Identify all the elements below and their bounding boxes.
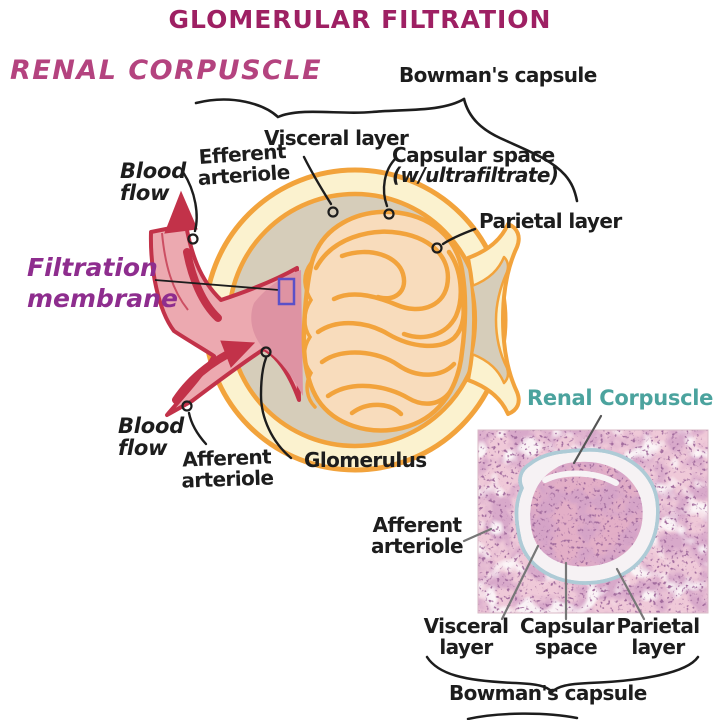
filtration-membrane-marker [154, 277, 296, 306]
blood-flow-bottom-label: Blood flow [118, 414, 185, 460]
glomerulus-label: Glomerulus [304, 448, 427, 472]
efferent-flow-arrow-head [164, 190, 198, 234]
afferent-photo-leader [462, 527, 493, 543]
histology-leader-lines [462, 414, 646, 621]
efferent-leader [181, 170, 198, 233]
bowmans-bottom-brace [425, 655, 700, 694]
efferent-arteriole-label: Efferent arteriole [196, 139, 291, 190]
ultrafiltrate-note: (w/ultrafiltrate) [392, 163, 559, 187]
histology-heading: Renal Corpuscle [527, 386, 714, 410]
histology-bowmans-label: Bowman's capsule [449, 681, 647, 705]
histology-braces [425, 655, 700, 720]
afferent-flow-arrow-shaft [172, 350, 232, 404]
histology-capsular-label: Capsular space [520, 614, 615, 659]
bowmans-capsule-label: Bowman's capsule [399, 63, 597, 87]
afferent-arteriole-label: Afferent arteriole [180, 444, 274, 493]
parietal-layer-label: Parietal layer [479, 209, 622, 233]
capsular-space-label: Capsular space(w/ultrafiltrate) [392, 143, 559, 187]
visceral-photo-leader [500, 544, 540, 621]
parietal-photo-leader [615, 567, 646, 621]
histology-afferent-label: Afferent arteriole [371, 513, 464, 558]
urinary-pole-tubule [466, 222, 521, 416]
efferent-flow-arrow-shaft [183, 248, 222, 322]
histology-parietal-label: Parietal layer [616, 614, 700, 659]
bowmans-capsule-brace [194, 97, 579, 203]
blood-flow-arrows [164, 190, 256, 404]
efferent-inner-wall [161, 232, 189, 311]
glomerulus-shape [301, 209, 468, 433]
capsular-space-text: Capsular space [392, 143, 555, 167]
visceral-leader [302, 155, 333, 206]
glomerulus-left-edge [302, 261, 317, 409]
afferent-leader [187, 411, 208, 446]
afferent-flow-arrow-head [220, 340, 256, 368]
page-title: GLOMERULAR FILTRATION [168, 5, 552, 34]
diagram-heading: RENAL CORPUSCLE [10, 55, 323, 86]
glomerulus-leader [259, 356, 293, 460]
renal-corpuscle-diagram [148, 97, 579, 473]
histology-visceral-label: Visceral layer [423, 614, 509, 659]
filtration-membrane-label: Filtration membrane [27, 253, 178, 313]
vascular-pole-rose [251, 270, 303, 396]
renal-corpuscle-leader [572, 414, 603, 465]
capsular-space-leader [382, 156, 398, 208]
visceral-layer-label: Visceral layer [264, 126, 409, 150]
histology-panel [462, 414, 709, 621]
blood-flow-top-label: Blood flow [120, 159, 187, 205]
leader-lines [181, 155, 477, 460]
bottom-edge-brace [466, 712, 579, 720]
parietal-leader [441, 227, 477, 246]
